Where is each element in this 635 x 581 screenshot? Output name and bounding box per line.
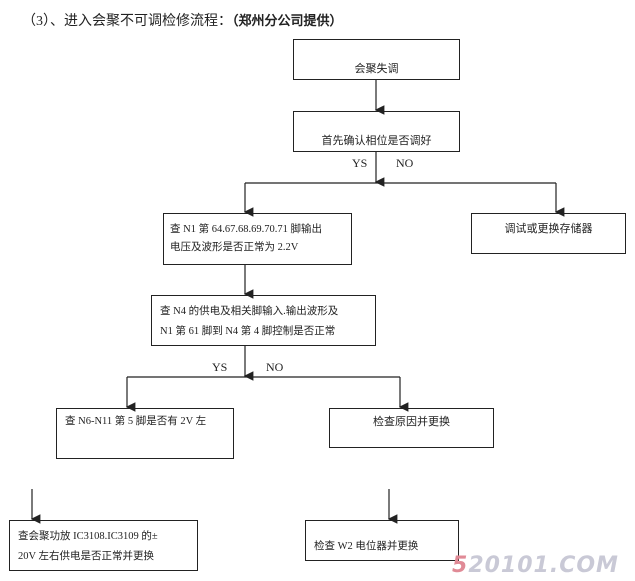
page-title: （3）、进入会聚不可调检修流程：（郑州分公司提供） bbox=[22, 10, 343, 30]
no-label: NO bbox=[396, 156, 414, 170]
title-source: （郑州分公司提供） bbox=[232, 13, 343, 28]
node-check-amplifier: 查会聚功放 IC3108.IC3109 的± 20V 左右供电是否正常并更换 bbox=[9, 520, 198, 571]
node-check-n4: 查 N4 的供电及相关脚输入.输出波形及 N1 第 61 脚到 N4 第 4 脚控… bbox=[151, 295, 376, 346]
node-text: 查 N1 第 64.67.68.69.70.71 脚输出 bbox=[170, 224, 322, 235]
node-text: 查 N6-N11 第 5 脚是否有 2V 左 bbox=[65, 416, 207, 427]
node-text: 查会聚功放 IC3108.IC3109 的± bbox=[18, 531, 158, 542]
node-text: 20V 左右供电是否正常并更换 bbox=[18, 551, 155, 562]
yes-label: YS bbox=[212, 360, 228, 374]
node-text: N1 第 61 脚到 N4 第 4 脚控制是否正常 bbox=[160, 326, 336, 337]
watermark: 520101.COM bbox=[452, 554, 619, 578]
node-check-n6-n11: 查 N6-N11 第 5 脚是否有 2V 左 bbox=[56, 408, 234, 459]
node-check-w2: 检查 W2 电位器并更换 bbox=[305, 520, 459, 561]
yes-label: YS bbox=[352, 156, 368, 170]
no-label: NO bbox=[266, 360, 284, 374]
node-check-cause: 检查原因并更换 bbox=[329, 408, 494, 448]
node-text: 检查 W2 电位器并更换 bbox=[314, 541, 419, 552]
watermark-b: 20101.COM bbox=[468, 553, 619, 578]
node-text: 会聚失调 bbox=[354, 63, 399, 75]
node-text: 首先确认相位是否调好 bbox=[321, 135, 432, 147]
node-replace-memory: 调试或更换存储器 bbox=[471, 213, 626, 254]
node-convergence-fault: 会聚失调 bbox=[293, 39, 460, 80]
node-text: 检查原因并更换 bbox=[373, 416, 450, 428]
watermark-a: 5 bbox=[452, 553, 469, 578]
node-check-n1: 查 N1 第 64.67.68.69.70.71 脚输出电压及波形是否正常为 2… bbox=[163, 213, 352, 265]
node-text: 电压及波形是否正常为 2.2V bbox=[170, 242, 299, 253]
node-text: 查 N4 的供电及相关脚输入.输出波形及 bbox=[160, 306, 339, 317]
node-text: 调试或更换存储器 bbox=[504, 223, 593, 235]
title-text: （3）、进入会聚不可调检修流程： bbox=[22, 14, 232, 29]
node-check-phase: 首先确认相位是否调好 bbox=[293, 111, 460, 152]
